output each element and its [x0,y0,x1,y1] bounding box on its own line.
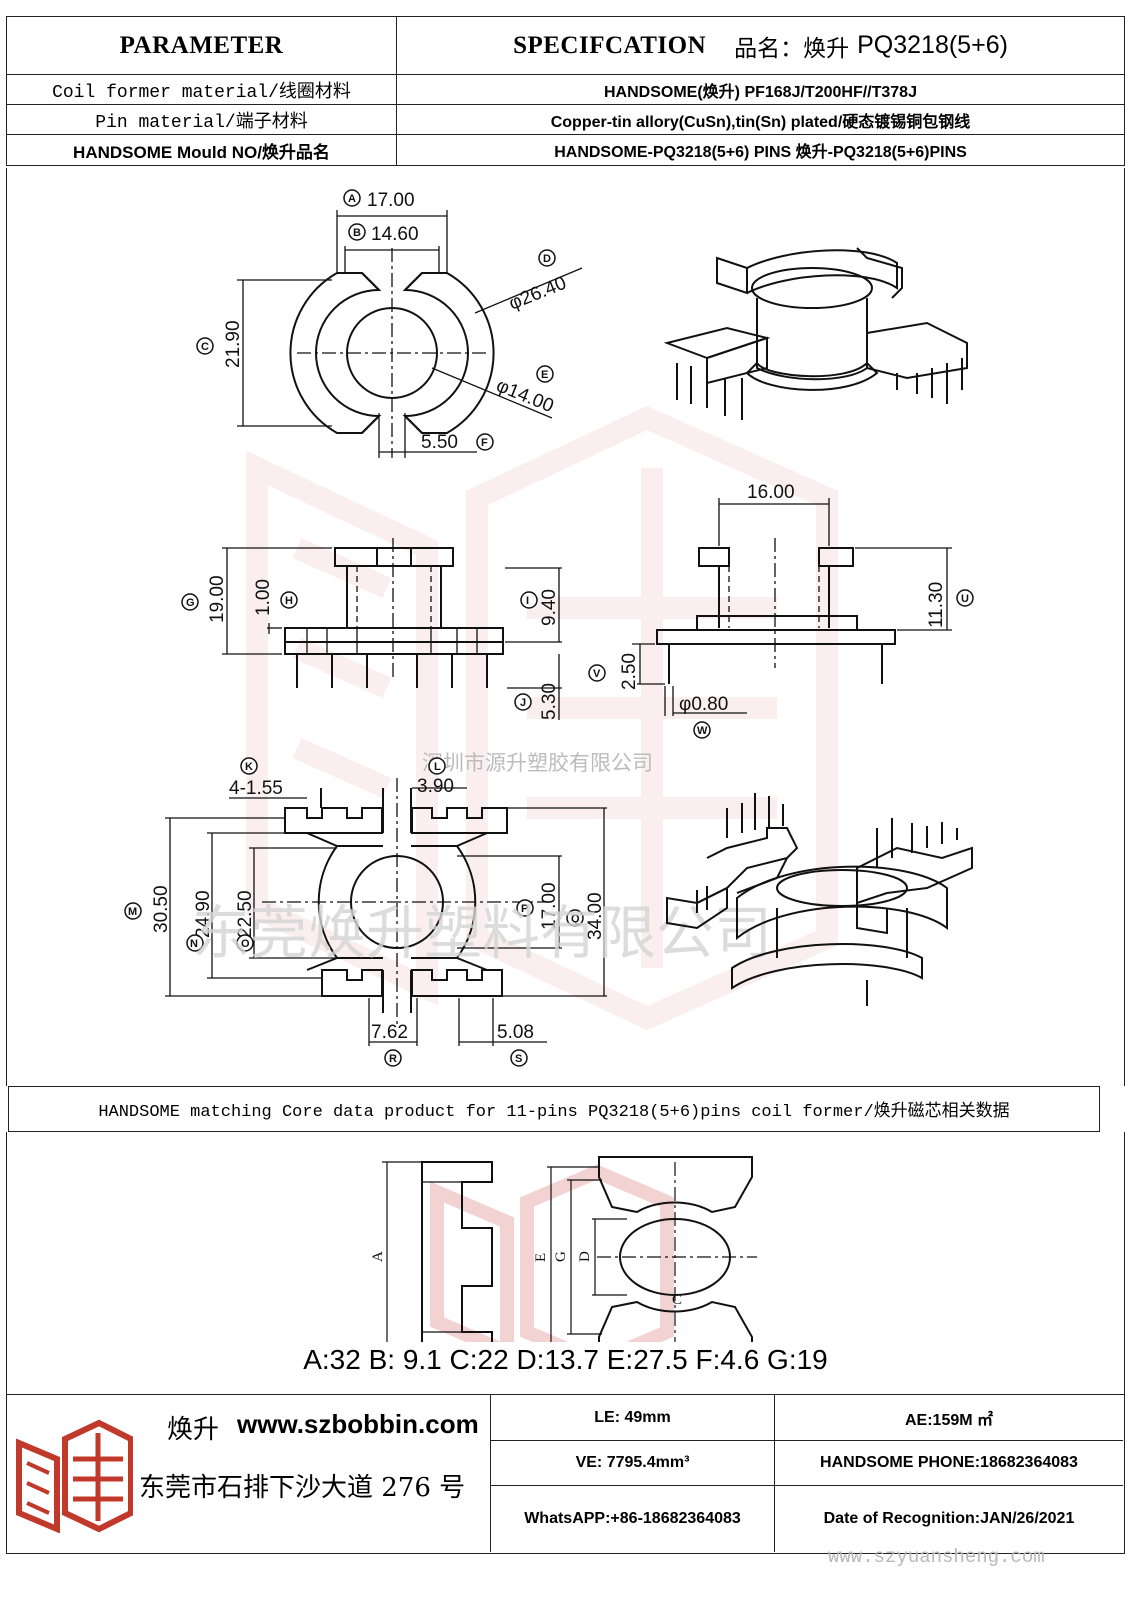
dim-h-value: 1.00 [253,579,274,616]
core-label-d: D [577,1251,593,1262]
dim-j-letter: J [520,697,526,709]
dim-i-letter: I [526,595,529,607]
dim-j-value: 5.30 [539,683,560,720]
core-label-g: G [553,1251,569,1262]
ve-cell: VE: 7795.4mm³ [491,1441,775,1486]
core-label-e: E [533,1253,549,1262]
product-name-value: PQ3218(5+6) [857,31,1008,59]
dim-n-value: 24.90 [193,890,214,938]
dim-k-value: 4-1.55 [229,778,283,799]
dim-m-letter: M [128,906,137,918]
header-row-coil-material: Coil former material/线圈材料 HANDSOME(焕升) P… [7,75,1124,105]
pin-material-label: Pin material/端子材料 [95,112,308,133]
watermark-url: www.szyuansheng.com [828,1546,1045,1568]
dim-o-letter: O [241,938,250,950]
dim-i-value: 9.40 [539,589,560,626]
dim-d-value: φ26.40 [506,273,569,315]
dim-m-value: 30.50 [151,885,172,933]
isometric-view-top [663,247,968,420]
dim-t-value: 16.00 [747,482,795,503]
dim-r-letter: R [389,1053,397,1065]
dim-w-value: φ0.80 [679,694,728,715]
isometric-view-bottom [666,793,973,1006]
core-label-a: A [370,1251,386,1262]
dim-b-value: 14.60 [371,224,419,245]
brand-block: 焕升 www.szbobbin.com 东莞市石排下沙大道 276 号 [7,1395,491,1552]
dim-f-letter: F [481,437,488,449]
dim-a-letter: A [348,193,356,205]
watermark-company-small: 深圳市源升塑胶有限公司 [422,751,653,775]
date-cell: Date of Recognition:JAN/26/2021 [823,1510,1075,1527]
dim-v-value: 2.50 [619,653,640,690]
header-row-mould-no: HANDSOME Mould NO/焕升品名 HANDSOME-PQ3218(5… [7,135,1124,165]
coil-material-label: Coil former material/线圈材料 [52,82,351,103]
dim-k-letter: K [245,761,253,773]
phone-cell: HANDSOME PHONE:18682364083 [775,1441,1123,1486]
pin-material-value: Copper-tin allory(CuSn),tin(Sn) plated/硬… [550,113,971,131]
specification-heading: SPECIFCATION [513,31,707,59]
top-view-drawing: A 17.00 B 14.60 C 21.90 D φ26.40 E φ14.0… [196,189,583,458]
dim-q-value: 34.00 [585,892,606,940]
dim-w-letter: W [697,725,708,737]
dim-l-value: 3.90 [417,776,454,797]
core-drawing-area: .ln2{stroke:#111;stroke-width:2;fill:non… [6,1132,1125,1394]
header-title-row: PARAMETER SPECIFCATION 品名：焕升 PQ3218(5+6) [7,17,1124,75]
le-cell: LE: 49mm [491,1395,775,1441]
company-logo-icon [16,1419,133,1533]
header-table: PARAMETER SPECIFCATION 品名：焕升 PQ3218(5+6)… [6,16,1125,166]
header-row-pin-material: Pin material/端子材料 Copper-tin allory(CuSn… [7,105,1124,135]
product-name-label: 品名：焕升 [734,35,850,62]
whatsapp-cell: WhatsAPP:+86-18682364083 [491,1486,775,1552]
core-title-text: HANDSOME matching Core data product for … [98,1103,1010,1122]
dim-p-letter: P [521,903,528,915]
brand-name: 焕升 [167,1415,220,1445]
dim-g-letter: G [186,597,195,609]
dim-s-letter: S [515,1053,522,1065]
coil-material-value: HANDSOME(焕升) PF168J/T200HF//T378J [604,83,917,101]
dim-r-value: 7.62 [371,1022,408,1043]
dim-o-value: 22.50 [235,890,256,938]
dim-l-letter: L [434,761,441,773]
dim-e-letter: E [541,369,548,381]
dim-v-letter: V [593,668,601,680]
end-view-drawing: 16.00 11.30 U 2.50 V φ0.80 W [588,482,974,739]
bobbin-drawing-area: .ln { stroke:#111; stroke-width:2; fill:… [6,168,1125,1086]
dim-c-letter: C [201,341,209,353]
dim-u-letter: U [961,593,969,605]
dim-c-value: 21.90 [223,320,244,368]
background-logo-watermark [246,405,838,1031]
mould-no-label: HANDSOME Mould NO/焕升品名 [73,142,330,162]
dim-p-value: 17.00 [539,882,560,930]
spec-sheet: PARAMETER SPECIFCATION 品名：焕升 PQ3218(5+6)… [6,16,1125,1586]
dim-s-value: 5.08 [497,1022,534,1043]
mould-no-value: HANDSOME-PQ3218(5+6) PINS 焕升-PQ3218(5+6)… [554,144,967,161]
footer-table: 焕升 www.szbobbin.com 东莞市石排下沙大道 276 号 LE: … [6,1394,1125,1554]
parameter-heading: PARAMETER [119,31,284,59]
dim-u-value: 11.30 [926,582,947,628]
core-section-title: HANDSOME matching Core data product for … [8,1086,1100,1132]
brand-address: 东莞市石排下沙大道 276 号 [139,1473,466,1503]
brand-website[interactable]: www.szbobbin.com [237,1409,479,1439]
dim-n-letter: N [190,938,198,950]
core-drawings: .ln2{stroke:#111;stroke-width:2;fill:non… [370,1156,757,1392]
dim-q-letter: Q [571,913,580,925]
dim-f-value: 5.50 [421,432,458,453]
side-view-drawing: G 19.00 1.00 H I 9.40 J 5.30 [181,538,562,720]
core-values: A:32 B: 9.1 C:22 D:13.7 E:27.5 F:4.6 G:1… [303,1344,828,1375]
bottom-view-drawing: K 4-1.55 L 3.90 M 30.50 N 24.90 O 22.50 … [124,757,607,1067]
footer-data-grid: LE: 49mm AE:159M ㎡ VE: 7795.4mm³ HANDSOM… [491,1395,1123,1552]
dim-d-letter: D [543,253,551,265]
dim-h-letter: H [285,595,293,607]
bobbin-drawings: .ln { stroke:#111; stroke-width:2; fill:… [124,189,974,1067]
dim-g-value: 19.00 [207,575,228,623]
core-label-c: C [672,1292,682,1308]
watermark-company-large: 东莞焕升塑料有限公司 [192,899,772,967]
dim-a-value: 17.00 [367,190,415,211]
dim-b-letter: B [353,227,361,239]
ae-cell: AE:159M ㎡ [775,1395,1123,1441]
